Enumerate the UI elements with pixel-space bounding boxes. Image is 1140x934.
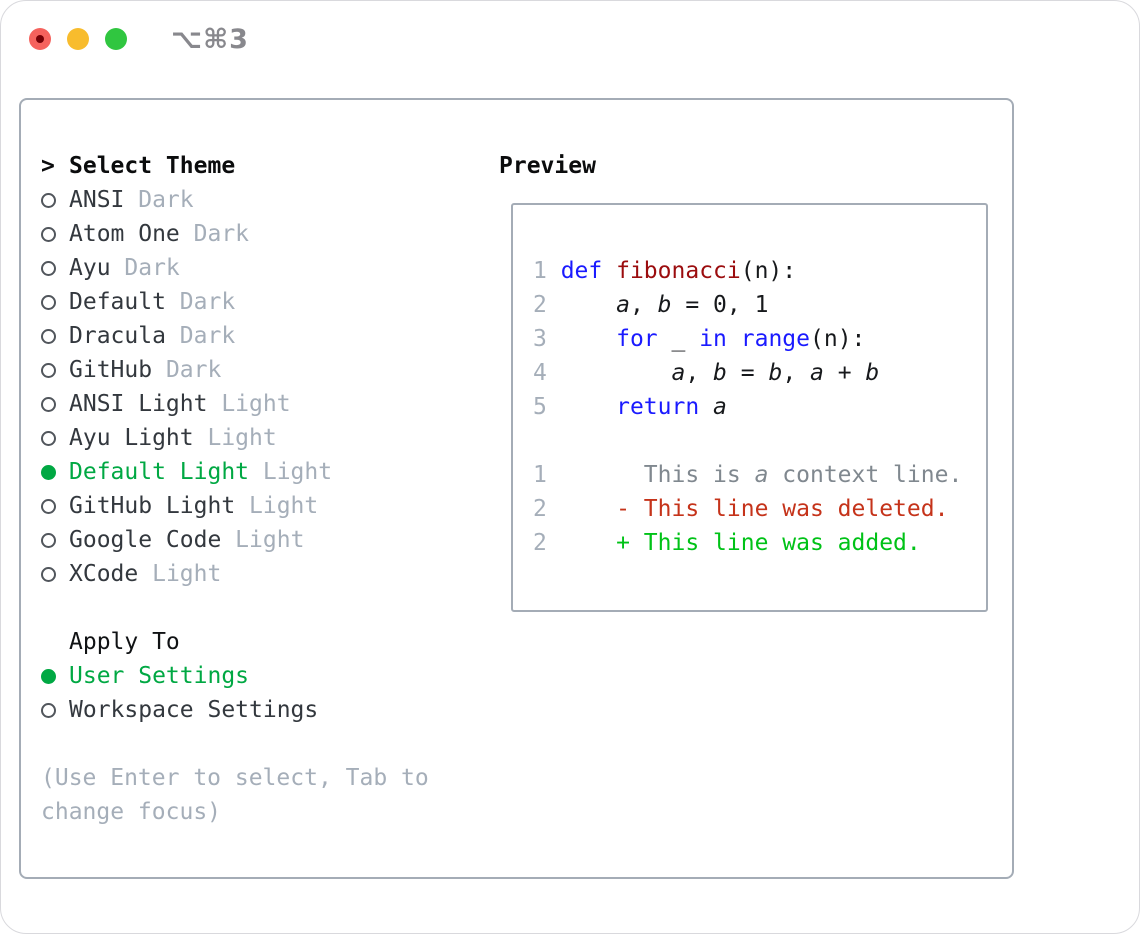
apply-to-title: Apply To: [69, 629, 180, 655]
theme-option[interactable]: Dracula Dark: [41, 319, 429, 353]
theme-option[interactable]: Default Dark: [41, 285, 429, 319]
theme-name: Google Code: [69, 527, 222, 553]
radio-icon: [41, 226, 69, 242]
theme-variant: Light: [221, 527, 305, 553]
theme-option[interactable]: ANSI Light Light: [41, 387, 429, 421]
line-number: 2: [533, 530, 561, 556]
help-line: change focus): [41, 799, 222, 825]
theme-name: ANSI: [69, 187, 125, 213]
radio-icon: [41, 192, 69, 208]
radio-selected-icon: [41, 464, 69, 480]
line-number: 3: [533, 326, 561, 352]
close-button[interactable]: [29, 28, 51, 50]
theme-name: Default: [69, 289, 166, 315]
window-shortcut-label: ⌥⌘3: [171, 23, 249, 55]
theme-variant: Dark: [165, 323, 236, 349]
line-number: 1: [533, 258, 561, 284]
theme-variant: Light: [249, 459, 333, 485]
preview-box: 1 def fibonacci(n): 2 a, b = 0, 1 3 for _ …: [511, 203, 988, 612]
preview-title: Preview: [499, 153, 596, 179]
theme-name: Ayu: [69, 255, 111, 281]
select-theme-title: Select Theme: [69, 153, 236, 179]
minimize-button[interactable]: [67, 28, 89, 50]
help-text: (Use Enter to select, Tab to change focu…: [41, 761, 429, 829]
apply-to-option[interactable]: Workspace Settings: [41, 693, 429, 727]
radio-icon: [41, 294, 69, 310]
code-line: 2 a, b = 0, 1: [533, 292, 769, 318]
theme-name: Ayu Light: [69, 425, 194, 451]
theme-option[interactable]: Ayu Dark: [41, 251, 429, 285]
spacer: [41, 591, 429, 625]
radio-icon: [41, 532, 69, 548]
theme-variant: Light: [235, 493, 319, 519]
apply-to-name: Workspace Settings: [69, 697, 319, 723]
radio-selected-icon: [41, 668, 69, 684]
titlebar: ⌥⌘3: [29, 24, 249, 55]
radio-icon: [41, 362, 69, 378]
radio-icon: [41, 566, 69, 582]
theme-option[interactable]: GitHub Light Light: [41, 489, 429, 523]
code-line: 4 a, b = b, a + b: [533, 360, 880, 386]
theme-name: Atom One: [69, 221, 180, 247]
theme-variant: Dark: [124, 187, 194, 213]
code-line: 5 return a: [533, 394, 727, 420]
diff-line: 1 This is a context line.: [533, 462, 963, 488]
line-number: 1: [533, 462, 561, 488]
theme-name: GitHub Light: [69, 493, 236, 519]
theme-variant: Dark: [152, 357, 222, 383]
apply-to-header: Apply To: [41, 625, 429, 659]
spacer: [41, 727, 429, 761]
zoom-button[interactable]: [105, 28, 127, 50]
theme-name: XCode: [69, 561, 139, 587]
select-theme-header: > Select Theme: [41, 149, 429, 183]
radio-icon: [41, 498, 69, 514]
line-number: 2: [533, 292, 561, 318]
radio-icon: [41, 328, 69, 344]
theme-variant: Dark: [165, 289, 236, 315]
theme-variant: Dark: [179, 221, 250, 247]
code-line: 3 for _ in range(n):: [533, 326, 866, 352]
prompt-icon: >: [41, 153, 55, 179]
line-number: 4: [533, 360, 561, 386]
code-line: 1 def fibonacci(n):: [533, 258, 797, 284]
theme-variant: Dark: [110, 255, 180, 281]
theme-option[interactable]: Atom One Dark: [41, 217, 429, 251]
theme-name: GitHub: [69, 357, 153, 383]
help-line: (Use Enter to select, Tab to: [41, 765, 429, 791]
apply-to-option[interactable]: User Settings: [41, 659, 429, 693]
theme-variant: Light: [138, 561, 222, 587]
theme-variant: Light: [207, 391, 291, 417]
theme-option[interactable]: Default Light Light: [41, 455, 429, 489]
diff-line: 2 + This line was added.: [533, 530, 921, 556]
blank-line: [533, 424, 986, 458]
theme-variant: Light: [193, 425, 277, 451]
theme-name: Dracula: [69, 323, 166, 349]
theme-option[interactable]: ANSI Dark: [41, 183, 429, 217]
radio-icon: [41, 702, 69, 718]
theme-name: Default Light: [69, 459, 250, 485]
theme-option[interactable]: XCode Light: [41, 557, 429, 591]
line-number: 5: [533, 394, 561, 420]
theme-option[interactable]: GitHub Dark: [41, 353, 429, 387]
line-number: 2: [533, 496, 561, 522]
theme-option[interactable]: Google Code Light: [41, 523, 429, 557]
radio-icon: [41, 430, 69, 446]
theme-option[interactable]: Ayu Light Light: [41, 421, 429, 455]
radio-icon: [41, 260, 69, 276]
theme-name: ANSI Light: [69, 391, 208, 417]
radio-icon: [41, 396, 69, 412]
diff-line: 2 - This line was deleted.: [533, 496, 949, 522]
apply-to-name: User Settings: [69, 663, 250, 689]
